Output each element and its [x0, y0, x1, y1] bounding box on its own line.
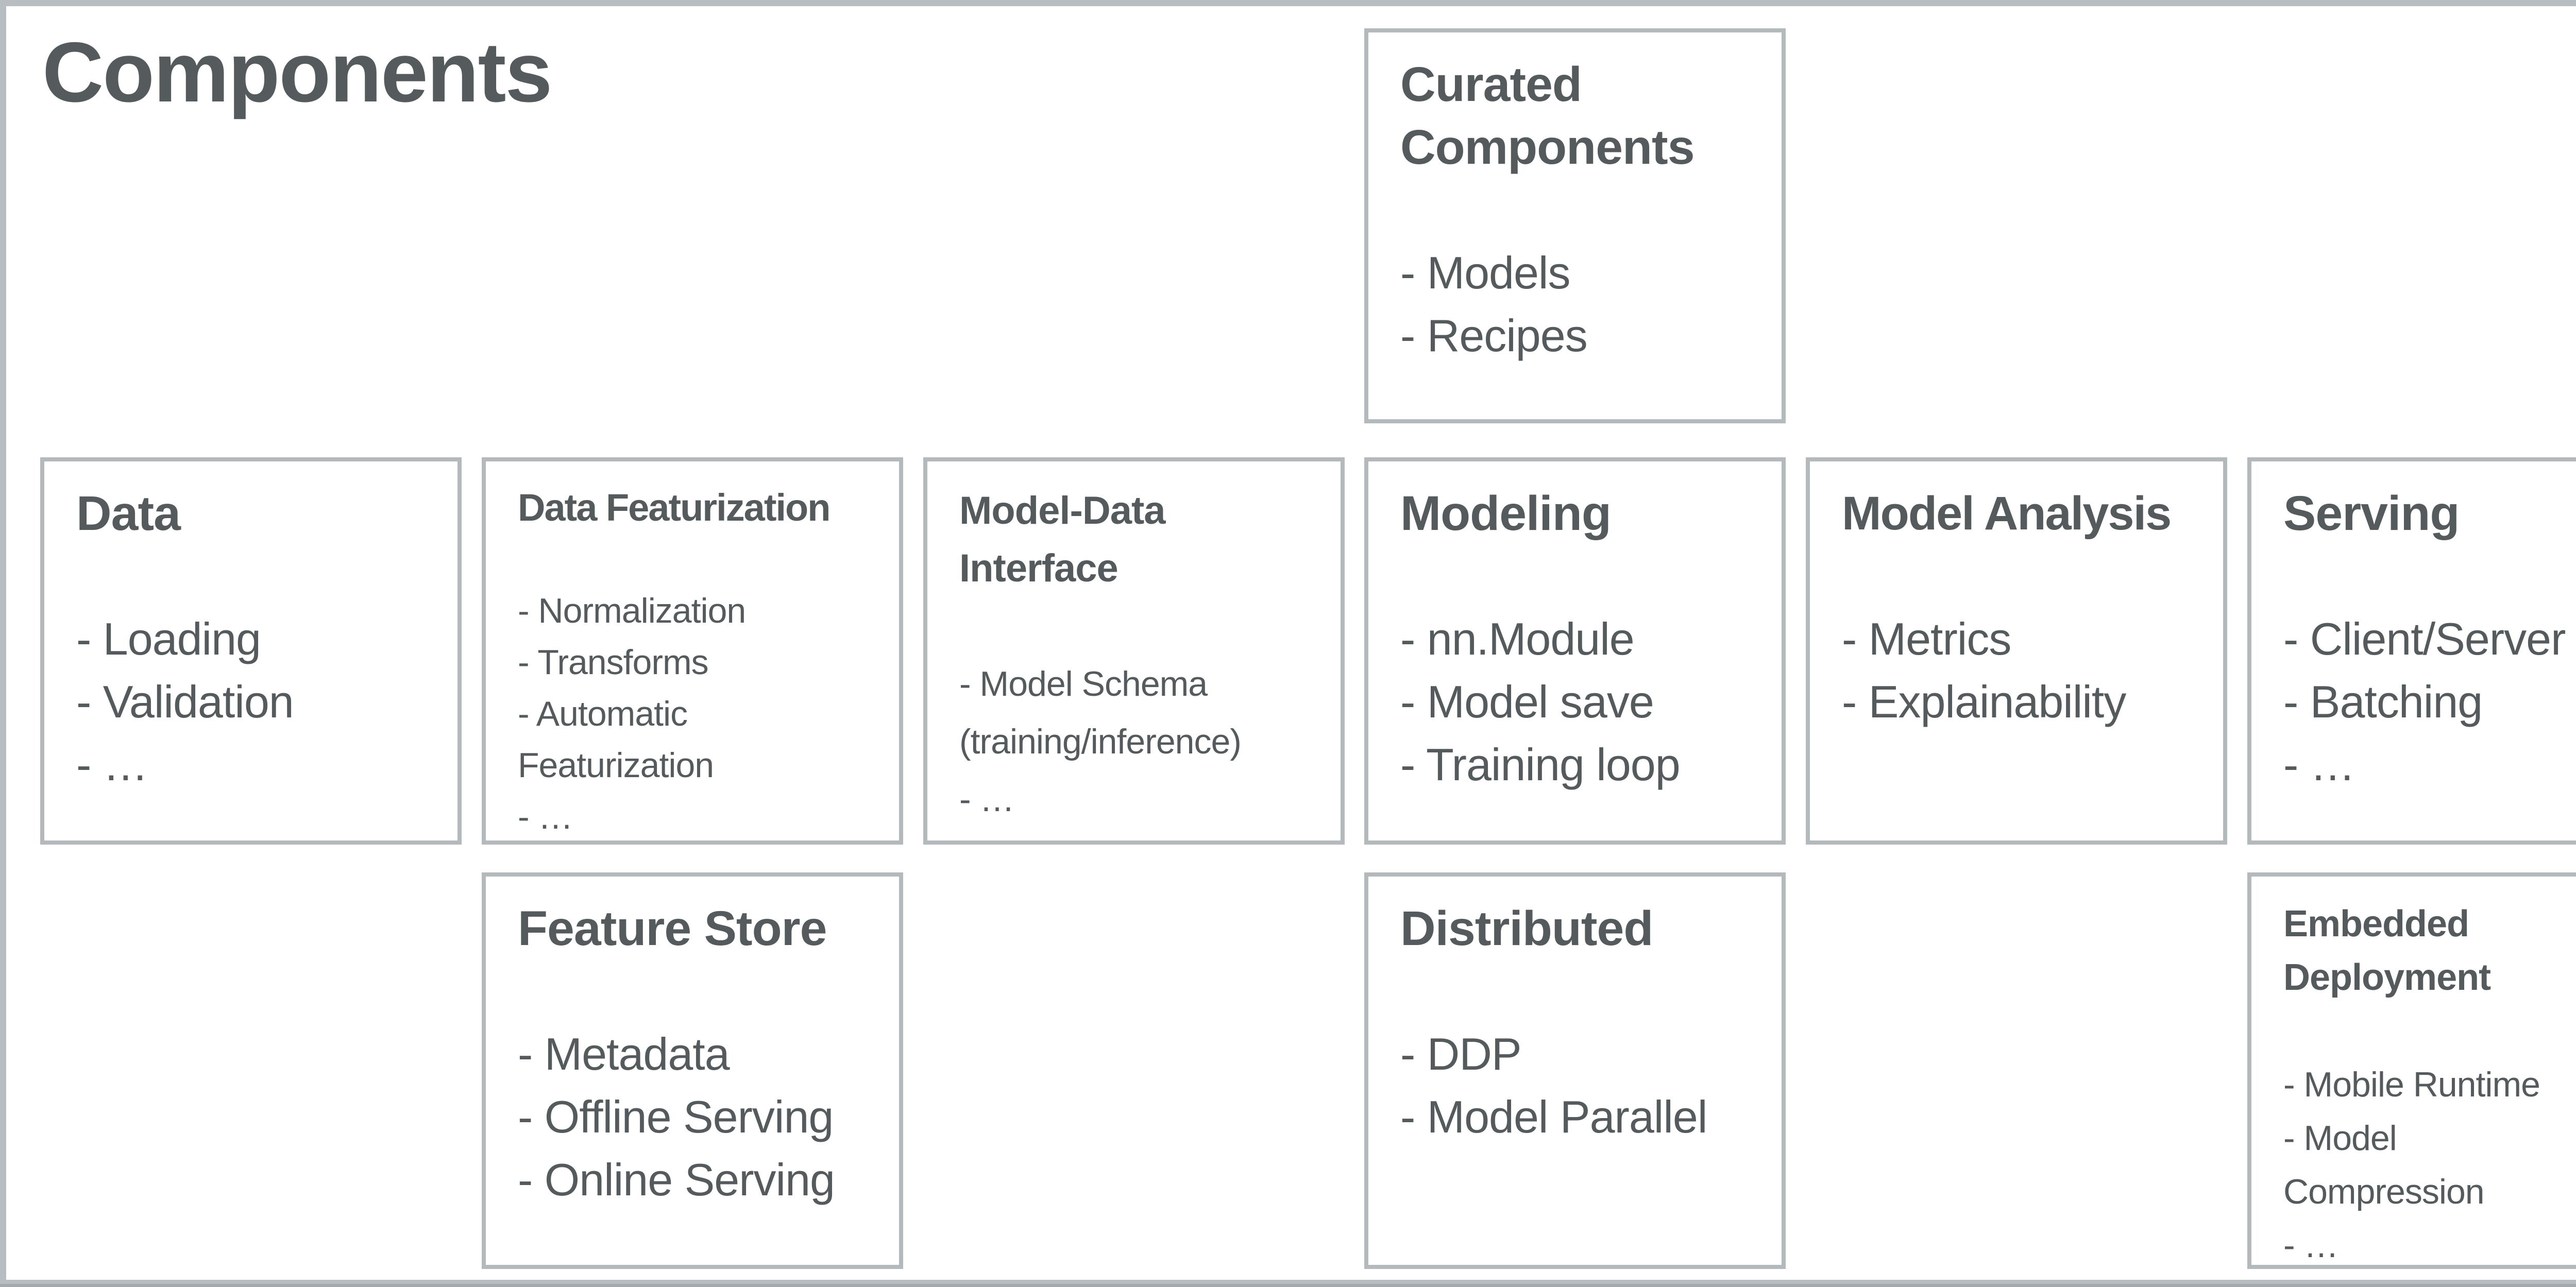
distributed-items: DDPModel Parallel: [1400, 1023, 1750, 1148]
curated-components-items: ModelsRecipes: [1400, 242, 1750, 367]
bullet-item: Transforms: [518, 637, 867, 688]
distributed-card: Distributed DDPModel Parallel: [1364, 872, 1786, 1269]
data-featurization-items: NormalizationTransformsAutomatic Featuri…: [518, 585, 867, 840]
bullet-item: …: [2283, 733, 2576, 796]
data-featurization-card: Data Featurization NormalizationTransfor…: [482, 457, 903, 845]
bullet-item: …: [2283, 1219, 2576, 1265]
serving-title: Serving: [2283, 486, 2460, 541]
data-title: Data: [76, 486, 181, 541]
bullet-item: Batching: [2283, 671, 2576, 733]
distributed-title: Distributed: [1400, 901, 1653, 956]
modeling-items: nn.ModuleModel saveTraining loop: [1400, 608, 1750, 796]
embedded-deployment-card: Embedded Deployment Mobile RuntimeModel …: [2247, 872, 2576, 1269]
bullet-item: Model Parallel: [1400, 1086, 1750, 1148]
bullet-item: Loading: [76, 608, 426, 671]
bullet-item: …: [518, 791, 867, 840]
bullet-item: …: [76, 733, 426, 796]
bullet-item: Model save: [1400, 671, 1750, 733]
bullet-item: Normalization: [518, 585, 867, 637]
bullet-item: Training loop: [1400, 733, 1750, 796]
modeling-card: Modeling nn.ModuleModel saveTraining loo…: [1364, 457, 1786, 845]
bullet-item: Mobile Runtime: [2283, 1058, 2576, 1111]
bullet-item: Model Schema (training/inference): [959, 655, 1309, 770]
model-analysis-items: MetricsExplainability: [1842, 608, 2191, 733]
data-featurization-title: Data Featurization: [518, 486, 831, 529]
feature-store-items: MetadataOffline ServingOnline Serving: [518, 1023, 867, 1211]
bullet-item: Validation: [76, 671, 426, 733]
bullet-item: Explainability: [1842, 671, 2191, 733]
serving-card: Serving Client/ServerBatching…: [2247, 457, 2576, 845]
data-items: LoadingValidation…: [76, 608, 426, 796]
slide-bottom-edge: [0, 1284, 2576, 1287]
feature-store-card: Feature Store MetadataOffline ServingOnl…: [482, 872, 903, 1269]
serving-items: Client/ServerBatching…: [2283, 608, 2576, 796]
bullet-item: Client/Server: [2283, 608, 2576, 671]
bullet-item: Models: [1400, 242, 1750, 304]
model-analysis-card: Model Analysis MetricsExplainability: [1806, 457, 2227, 845]
bullet-item: …: [959, 770, 1309, 828]
curated-components-title: Curated Components: [1400, 57, 1695, 175]
modeling-title: Modeling: [1400, 486, 1612, 541]
bullet-item: Recipes: [1400, 304, 1750, 367]
page-title: Components: [42, 25, 552, 119]
bullet-item: Metadata: [518, 1023, 867, 1086]
bullet-item: DDP: [1400, 1023, 1750, 1086]
bullet-item: Metrics: [1842, 608, 2191, 671]
bullet-item: Online Serving: [518, 1148, 867, 1211]
embedded-deployment-items: Mobile RuntimeModel Compression…: [2283, 1058, 2576, 1265]
model-data-interface-items: Model Schema (training/inference)…: [959, 655, 1309, 828]
bullet-item: nn.Module: [1400, 608, 1750, 671]
curated-components-card: Curated Components ModelsRecipes: [1364, 28, 1786, 423]
model-data-interface-title: Model-Data Interface: [959, 489, 1166, 590]
bullet-item: Model Compression: [2283, 1111, 2576, 1219]
feature-store-title: Feature Store: [518, 901, 827, 956]
model-analysis-title: Model Analysis: [1842, 487, 2172, 540]
embedded-deployment-title: Embedded Deployment: [2283, 903, 2491, 998]
bullet-item: Automatic Featurization: [518, 688, 867, 791]
bullet-item: Offline Serving: [518, 1086, 867, 1148]
data-card: Data LoadingValidation…: [40, 457, 462, 845]
model-data-interface-card: Model-Data Interface Model Schema (train…: [923, 457, 1345, 845]
